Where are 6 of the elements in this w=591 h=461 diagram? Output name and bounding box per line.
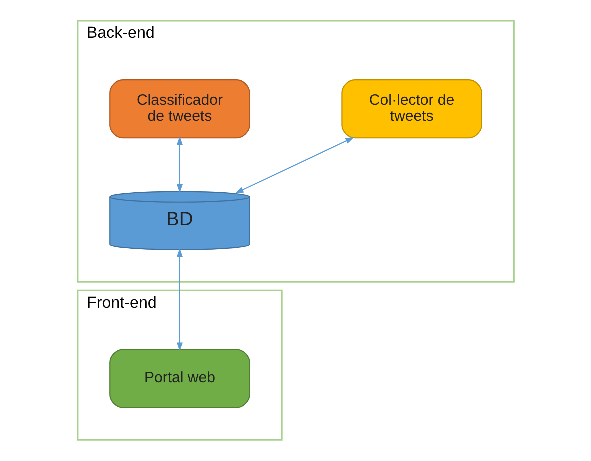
arrow: [176, 248, 182, 352]
node-box: Classificador de tweets: [109, 80, 250, 139]
arrow: [234, 137, 354, 194]
arrow: [176, 136, 182, 194]
node-box: Col·lector de tweets: [341, 80, 482, 139]
node-box: Portal web: [109, 349, 250, 408]
